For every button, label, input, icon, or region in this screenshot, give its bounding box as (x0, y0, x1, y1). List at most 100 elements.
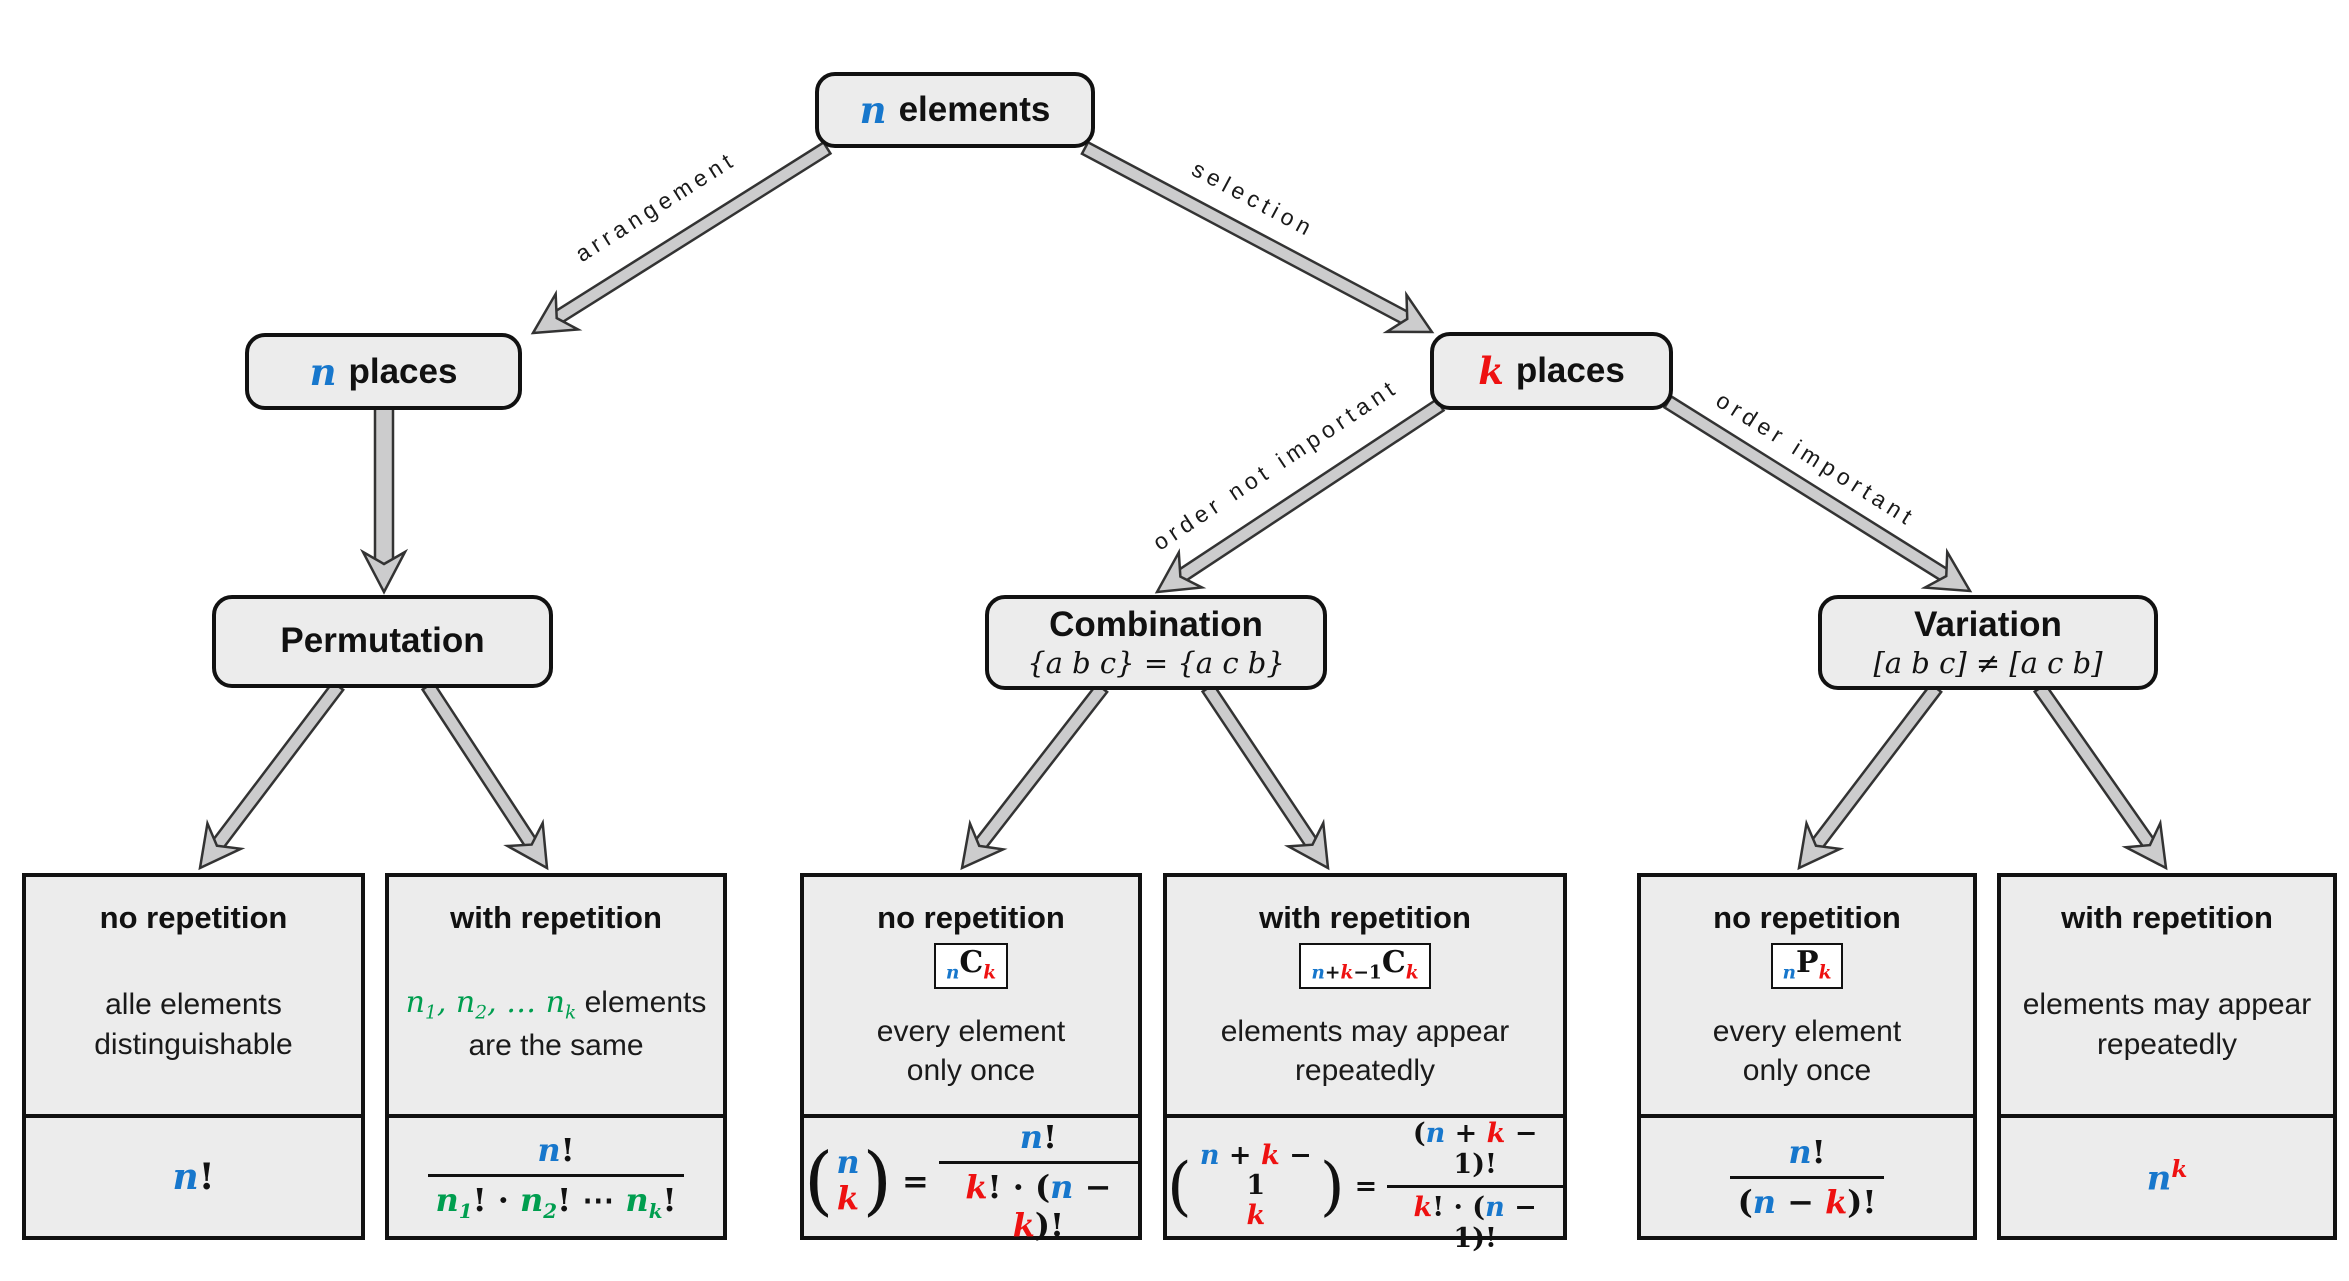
math-token: k (983, 962, 997, 984)
arrow-head (2121, 818, 2168, 871)
node-title: Permutation (280, 621, 485, 661)
fraction-numerator: (n + k − 1)! (1387, 1118, 1563, 1185)
arrow-variation-to-no-rep (1797, 682, 1943, 871)
node-title: Combination (1049, 604, 1263, 644)
math-token: C (959, 945, 984, 981)
arrow-shaft (1200, 682, 1320, 851)
body-line: alle elements (105, 987, 282, 1021)
math-token: )! (1472, 1149, 1497, 1180)
paren-open: ( (1167, 1148, 1192, 1223)
formula-n-factorial: n! (26, 1118, 361, 1236)
node-label: elements (898, 90, 1051, 129)
formula-tokens: n! (173, 1156, 215, 1198)
math-token: )! (1847, 1183, 1877, 1221)
formula-n-to-the-k: nk (2001, 1118, 2333, 1236)
math-token: ! (1042, 1118, 1058, 1156)
arrow-combination-to-with-rep (1200, 682, 1330, 871)
math-token: ! (472, 1181, 487, 1220)
leaf-body: alle elements distinguishable (94, 985, 292, 1065)
leaf-title: no repetition (877, 900, 1065, 935)
leaf-description: with repetition n1, n2, … nk elements ar… (389, 877, 723, 1118)
binomial-stack: n k (836, 1143, 860, 1217)
body-line: repeatedly (1294, 1054, 1436, 1088)
math-token: k (1818, 962, 1832, 984)
arrow-permutation-to-no-rep (198, 680, 345, 871)
math-token: k (965, 1168, 988, 1206)
math-token: P (1796, 945, 1819, 981)
arrow-head (1920, 547, 1973, 593)
math-token: · (486, 1181, 521, 1220)
math-token: n (455, 984, 476, 1020)
math-token: k (648, 1198, 663, 1223)
math-token: ! · ( (987, 1168, 1051, 1206)
arrow-shaft (2032, 682, 2158, 851)
fraction-denominator: k! · (n − 1)! (1387, 1185, 1563, 1254)
math-token: ! (198, 1156, 215, 1198)
math-token: k (2171, 1155, 2188, 1183)
formula-binomial: ( n k ) = n! k! · (n − k)! (804, 1118, 1138, 1244)
formula-multinomial: n! n1! · n2! ⋯ nk! (389, 1118, 723, 1236)
arrow-head (1283, 818, 1330, 871)
leaf-body: n1, n2, … nk elements are the same (406, 983, 707, 1066)
math-token: − 1)! (1453, 1192, 1537, 1254)
math-token: − 1 (1453, 1118, 1538, 1180)
math-token: elements (576, 985, 707, 1019)
leaf-body: every element only once (1713, 1012, 1901, 1092)
math-token: + (1324, 962, 1341, 984)
binomial-top: n (836, 1143, 860, 1182)
fraction: n! k! · (n − k)! (938, 1118, 1138, 1244)
math-token: )! (1034, 1206, 1065, 1244)
math-token: ( (1737, 1183, 1753, 1221)
math-token: k (1260, 1139, 1280, 1171)
var-k: k (1478, 349, 1504, 393)
math-token: n (1782, 962, 1797, 984)
arrow-head (960, 819, 1008, 871)
arrow-shaft (1662, 394, 1952, 584)
arrow-shaft (1809, 682, 1943, 852)
leaf-body: every element only once (877, 1012, 1065, 1092)
arrow-shaft (1080, 140, 1412, 327)
leaf-permutation-with-repetition: with repetition n1, n2, … nk elements ar… (385, 873, 727, 1240)
arrow-shaft (209, 680, 345, 852)
node-variation: Variation [a b c] ≠ [a c b] (1818, 595, 2158, 690)
var-n: n (859, 88, 887, 132)
arrow-head (198, 819, 246, 871)
leaf-title: with repetition (2061, 900, 2273, 935)
binomial-bottom: k (836, 1180, 859, 1217)
symbol-n-plus-k-minus-1-C-k: n+k−1Ck (1299, 943, 1431, 989)
leaf-body: elements may appear repeatedly (2023, 985, 2312, 1065)
fraction-denominator: (n − k)! (1729, 1176, 1885, 1221)
math-token: n (545, 984, 565, 1020)
arrow-head (530, 289, 583, 335)
fraction-numerator: n! (939, 1118, 1138, 1161)
arrow-n-places-to-permutation (359, 406, 409, 595)
formula-binomial-repetition: ( n + k − 1 k ) = (n + k − 1)! k! · (n −… (1167, 1118, 1563, 1254)
node-label: places (348, 351, 458, 391)
leaf-title: no repetition (1713, 900, 1901, 935)
math-token: − (1775, 1183, 1826, 1221)
math-token: 1 (458, 1198, 473, 1223)
math-token: n (945, 962, 960, 984)
body-line: distinguishable (94, 1027, 293, 1061)
fraction: n! (n − k)! (1729, 1133, 1885, 1221)
leaf-permutation-no-repetition: no repetition alle elements distinguisha… (22, 873, 365, 1240)
arrow-permutation-to-with-rep (420, 680, 549, 871)
body-line-math: n1, n2, … nk elements (406, 983, 707, 1026)
math-token: n (1019, 1118, 1043, 1156)
math-token: n (836, 1143, 860, 1182)
body-line: every element (876, 1014, 1066, 1048)
fraction: n! n1! · n2! ⋯ nk! (427, 1131, 685, 1223)
math-token: n (1752, 1183, 1776, 1221)
body-line: only once (1742, 1054, 1872, 1088)
math-token: n (405, 984, 425, 1020)
arrow-head (1154, 548, 1207, 594)
arrow-root-to-k-places (1080, 140, 1435, 334)
node-subtitle: [a b c] ≠ [a c b] (1873, 646, 2103, 681)
math-token: 2 (543, 1198, 558, 1223)
equals-sign: = (901, 1162, 929, 1200)
arrow-shaft (373, 406, 395, 566)
symbol-nPk: nPk (1770, 943, 1844, 989)
binomial-coefficient: ( n + k − 1 k ) (1167, 1139, 1345, 1232)
math-token: 1 (424, 1002, 437, 1024)
math-token: n (435, 1181, 459, 1220)
